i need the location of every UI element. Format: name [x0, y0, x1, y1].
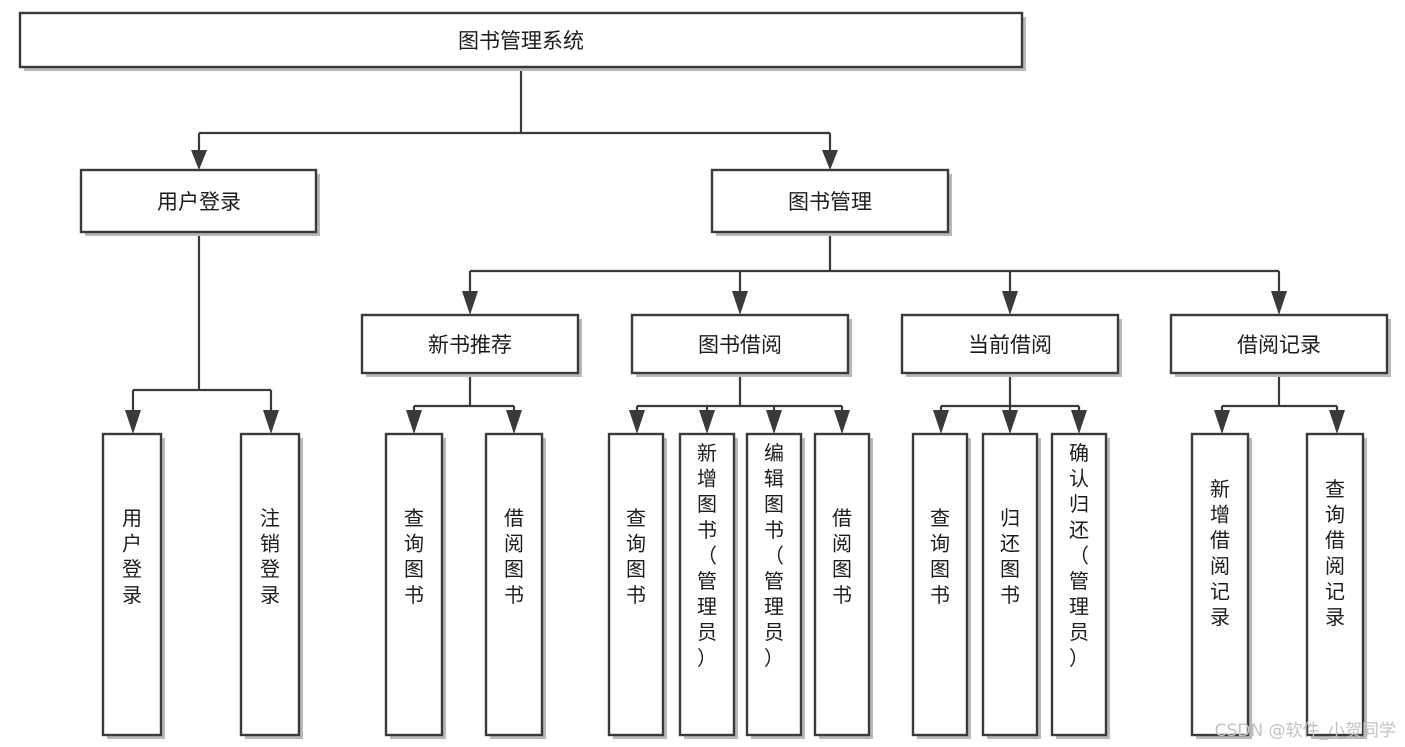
node-leaf-user-login-label: 用户登录 [122, 506, 142, 607]
node-book-manage-box [710, 168, 950, 234]
arrow-to-leaf-borrow-book-2 [834, 410, 850, 434]
node-leaf-edit-book-box [745, 432, 803, 737]
node-user-login-label: 用户登录 [157, 190, 241, 214]
arrow-to-leaf-query-book-3 [933, 410, 949, 434]
arrow-to-borrow-record [1271, 291, 1287, 315]
arrow-to-leaf-confirm-return [1071, 410, 1087, 434]
node-new-book-recommend-label: 新书推荐 [428, 333, 512, 357]
node-leaf-query-book-3-box [911, 432, 969, 737]
arrow-to-new-book-recommend [462, 291, 478, 315]
node-user-login-box [79, 168, 318, 234]
node-book-borrow-label: 图书借阅 [698, 333, 782, 357]
node-leaf-add-record-label: 新增借阅记录 [1210, 477, 1230, 629]
node-root-label: 图书管理系统 [458, 29, 584, 53]
node-user-login[interactable]: 用户登录 [79, 168, 320, 236]
node-current-borrow-box [900, 313, 1120, 375]
node-leaf-borrow-book-2-label: 借阅图书 [832, 506, 852, 607]
node-book-manage-label: 图书管理 [788, 190, 872, 214]
arrow-to-leaf-logout-login [263, 410, 279, 434]
node-root[interactable]: 图书管理系统 [18, 11, 1026, 71]
node-book-manage[interactable]: 图书管理 [710, 168, 952, 236]
node-leaf-query-record[interactable]: 查询借阅记录 [1305, 432, 1367, 739]
node-leaf-confirm-return-box [1050, 432, 1108, 737]
arrow-root-to-book-manage [822, 150, 838, 170]
node-leaf-borrow-book-2-box [813, 432, 871, 737]
node-leaf-logout-login-label: 注销登录 [260, 506, 280, 607]
node-leaf-query-book-2[interactable]: 查询图书 [607, 432, 667, 739]
node-leaf-edit-book-label: 编辑图书（管理员） [764, 441, 784, 670]
node-root-box [18, 11, 1024, 69]
connectors-layer [125, 67, 1345, 434]
node-leaf-add-book-box [678, 432, 736, 737]
arrow-to-leaf-query-book-2 [629, 410, 645, 434]
node-current-borrow-label: 当前借阅 [968, 333, 1052, 357]
node-leaf-logout-login-box [239, 432, 301, 737]
node-leaf-return-book-box [981, 432, 1039, 737]
arrow-to-current-borrow [1002, 291, 1018, 315]
arrow-to-leaf-return-book [1002, 410, 1018, 434]
node-new-book-recommend[interactable]: 新书推荐 [360, 313, 582, 377]
node-leaf-query-book-1-box [384, 432, 444, 737]
arrow-to-leaf-borrow-book-1 [506, 410, 522, 434]
node-leaf-return-book-label: 归还图书 [1000, 506, 1020, 607]
node-leaf-query-book-3[interactable]: 查询图书 [911, 432, 971, 739]
arrow-to-leaf-user-login [125, 410, 141, 434]
node-book-borrow-box [630, 313, 850, 375]
node-leaf-borrow-book-1[interactable]: 借阅图书 [484, 432, 546, 739]
node-book-borrow[interactable]: 图书借阅 [630, 313, 852, 377]
arrow-to-leaf-query-record [1329, 410, 1345, 434]
node-borrow-record[interactable]: 借阅记录 [1169, 313, 1391, 377]
node-leaf-user-login[interactable]: 用户登录 [101, 432, 165, 739]
node-leaf-confirm-return-label: 确认归还（管理员） [1069, 441, 1089, 670]
node-leaf-edit-book[interactable]: 编辑图书（管理员） [745, 432, 805, 739]
node-leaf-borrow-book-1-box [484, 432, 544, 737]
node-leaf-query-record-box [1305, 432, 1365, 737]
node-leaf-confirm-return[interactable]: 确认归还（管理员） [1050, 432, 1110, 739]
csdn-watermark: CSDN @软件_小贺同学 [1215, 721, 1396, 741]
node-leaf-query-book-3-label: 查询图书 [930, 506, 950, 607]
node-leaf-logout-login[interactable]: 注销登录 [239, 432, 303, 739]
arrow-to-leaf-add-record [1214, 410, 1230, 434]
node-current-borrow[interactable]: 当前借阅 [900, 313, 1122, 377]
node-leaf-user-login-box [101, 432, 163, 737]
node-borrow-record-label: 借阅记录 [1237, 333, 1321, 357]
node-leaf-add-book-label: 新增图书（管理员） [697, 441, 717, 670]
node-leaf-query-book-2-box [607, 432, 665, 737]
arrow-root-to-user-login [191, 150, 207, 170]
node-leaf-borrow-book-2[interactable]: 借阅图书 [813, 432, 873, 739]
arrow-to-leaf-query-book-1 [406, 410, 422, 434]
node-new-book-recommend-box [360, 313, 580, 375]
arrow-to-book-borrow [732, 291, 748, 315]
node-leaf-query-record-label: 查询借阅记录 [1325, 477, 1345, 629]
node-leaf-add-record-box [1190, 432, 1250, 737]
node-leaf-add-record[interactable]: 新增借阅记录 [1190, 432, 1252, 739]
node-borrow-record-box [1169, 313, 1389, 375]
node-leaf-return-book[interactable]: 归还图书 [981, 432, 1041, 739]
arrow-to-leaf-add-book [699, 410, 715, 434]
node-leaf-add-book[interactable]: 新增图书（管理员） [678, 432, 738, 739]
node-leaf-query-book-1-label: 查询图书 [404, 506, 424, 607]
node-leaf-query-book-2-label: 查询图书 [626, 506, 646, 607]
arrow-to-leaf-edit-book [766, 410, 782, 434]
node-leaf-query-book-1[interactable]: 查询图书 [384, 432, 446, 739]
node-leaf-borrow-book-1-label: 借阅图书 [504, 506, 524, 607]
